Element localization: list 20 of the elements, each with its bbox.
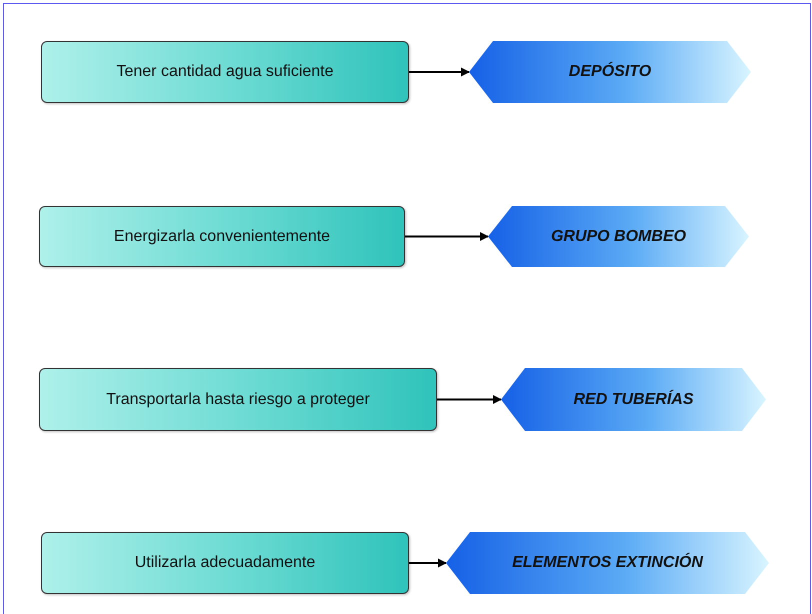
process-box xyxy=(39,368,437,431)
hexagon-shape xyxy=(501,368,766,431)
hexagon-shape xyxy=(488,206,749,267)
component-label: GRUPO BOMBEO xyxy=(550,228,686,246)
function-label: Tener cantidad agua suficiente xyxy=(116,63,334,81)
hexagon-shape xyxy=(446,532,769,594)
function-label: Energizarla convenientemente xyxy=(114,228,330,246)
hexagon-shape xyxy=(469,41,751,103)
component-label: DEPÓSITO xyxy=(568,63,652,81)
arrow xyxy=(405,232,489,241)
component-label: RED TUBERÍAS xyxy=(573,390,694,408)
function-label: Utilizarla adecuadamente xyxy=(134,554,316,572)
arrow xyxy=(437,395,502,404)
function-label: Transportarla hasta riesgo a proteger xyxy=(106,390,370,408)
component-label: ELEMENTOS EXTINCIÓN xyxy=(512,554,703,572)
arrow xyxy=(409,558,447,568)
process-box xyxy=(41,532,409,594)
process-box xyxy=(39,206,405,267)
arrow xyxy=(409,68,470,76)
process-box xyxy=(41,41,409,103)
